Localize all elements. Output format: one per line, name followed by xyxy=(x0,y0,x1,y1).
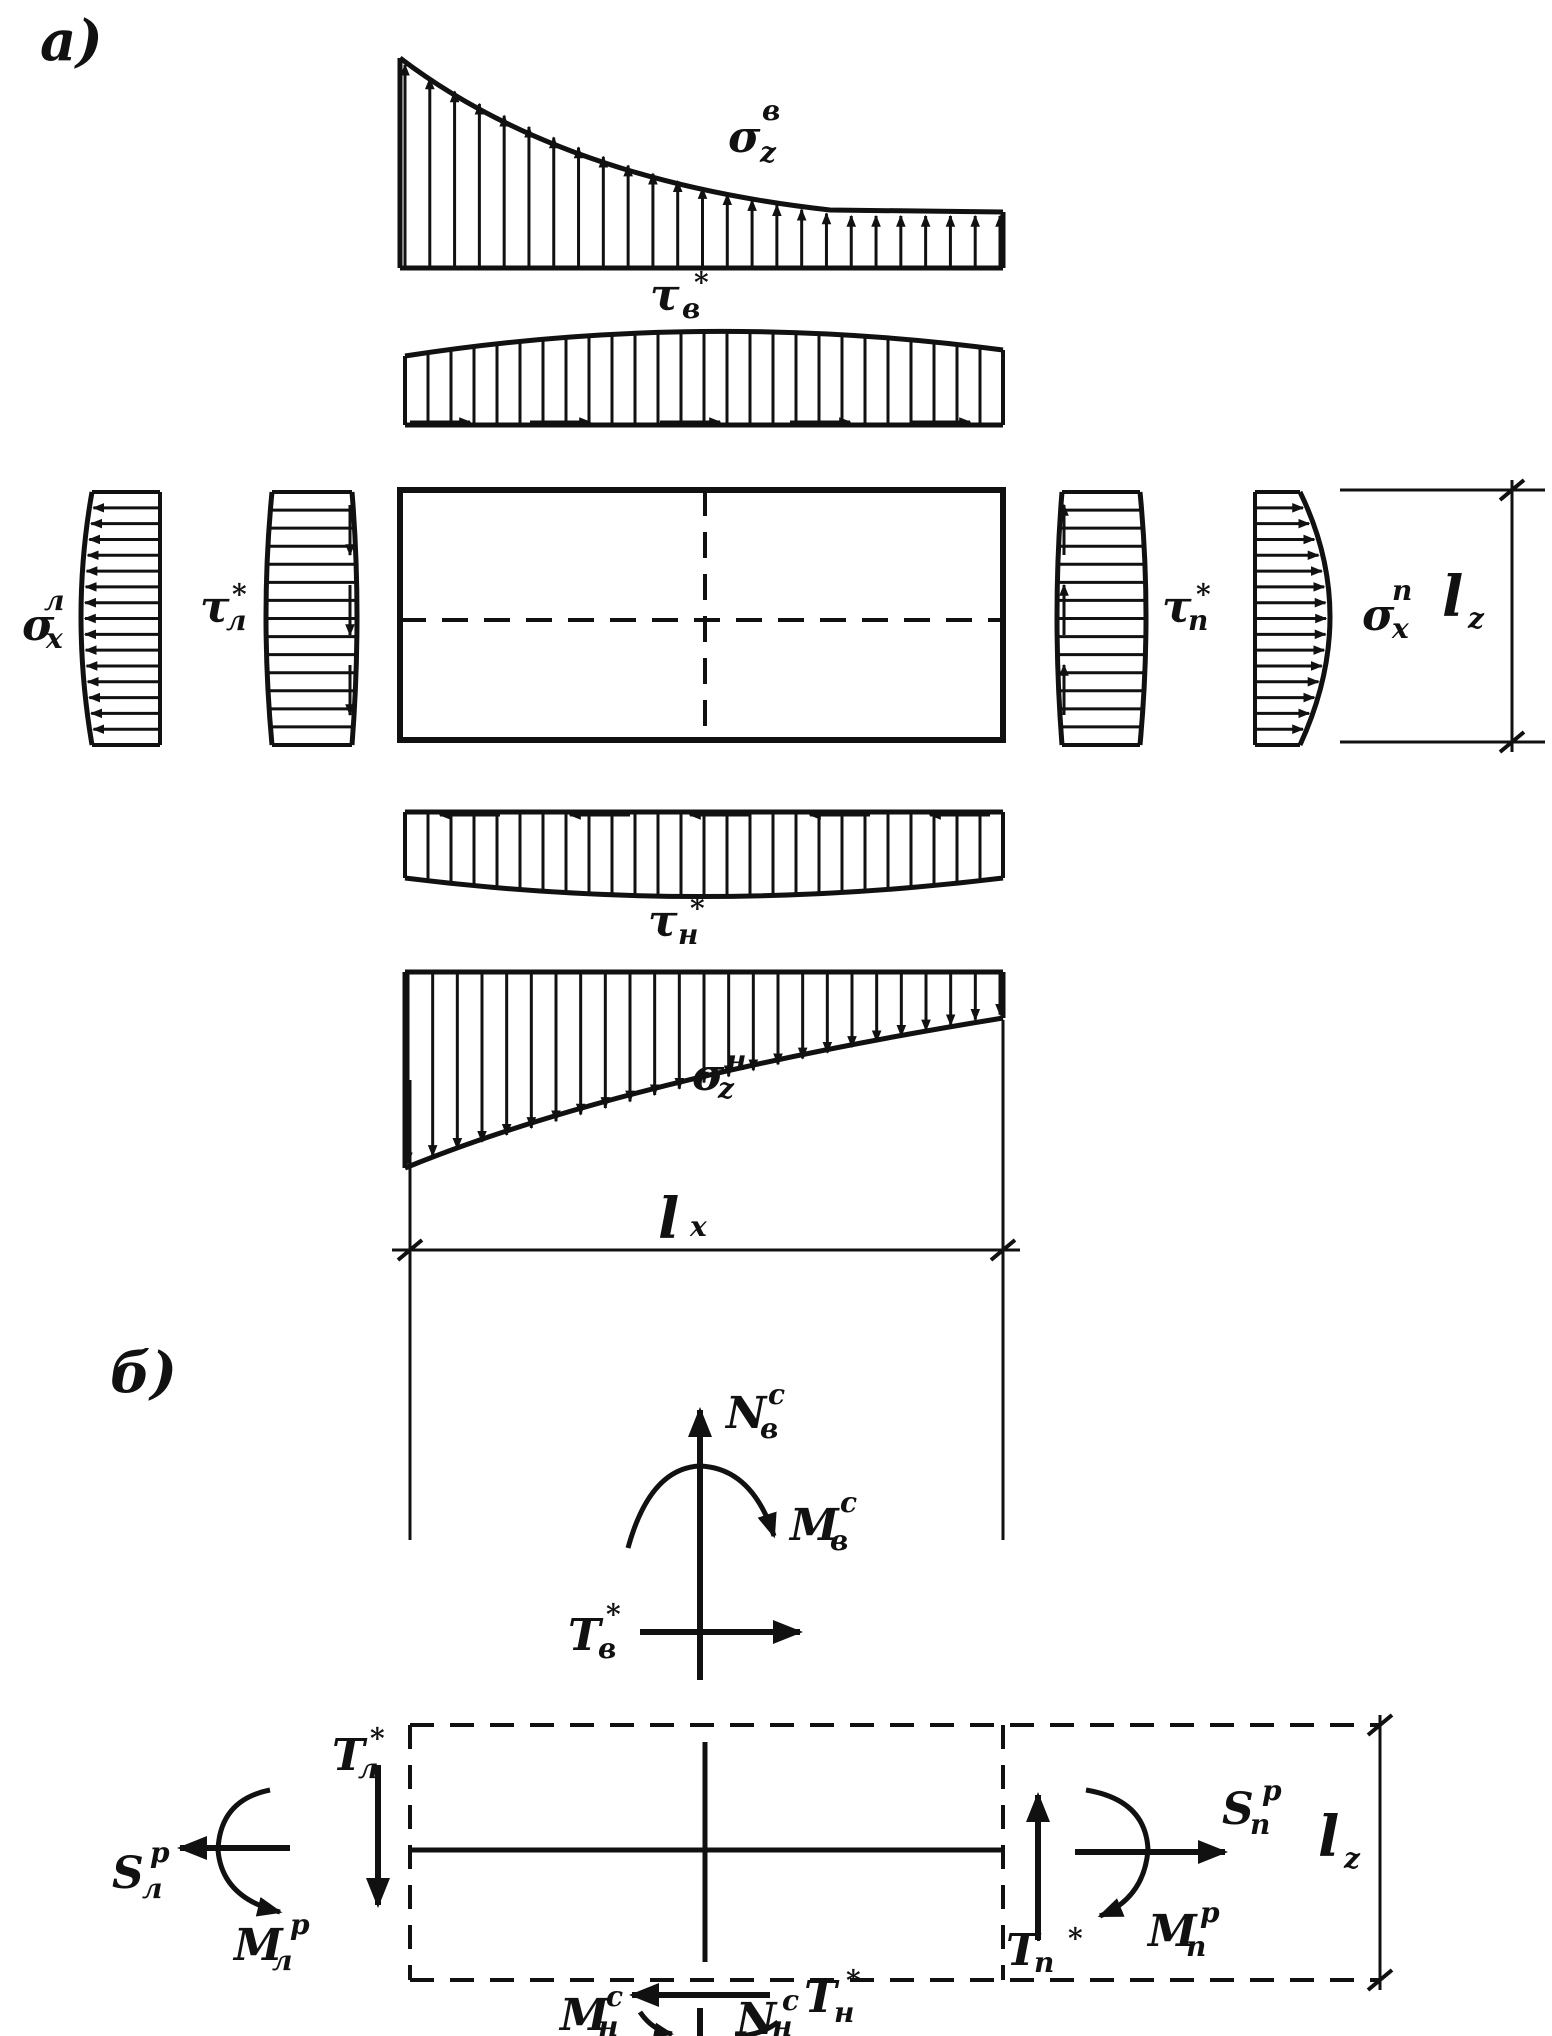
sigma-x-right-diagram xyxy=(1253,490,1333,747)
dim-lz-a-label: l xyxy=(1442,564,1463,630)
tau-bottom-label: τ xyxy=(648,896,678,947)
sigma-z-top-sub: z xyxy=(759,136,777,169)
T-left-sub: л xyxy=(358,1752,379,1785)
tau-left-label: τ xyxy=(200,582,230,633)
T-top-sup: * xyxy=(606,1598,621,1631)
M-top-sup: c xyxy=(840,1486,857,1519)
dim-lz-b-label: l xyxy=(1318,1804,1339,1870)
sigma-z-bottom-sup: н xyxy=(726,1044,746,1077)
plate-rectangle xyxy=(397,487,1006,743)
sigma-x-left-diagram xyxy=(78,490,162,747)
T-bottom-sup: * xyxy=(846,1964,861,1997)
sigma-x-right-sup: п xyxy=(1392,574,1412,607)
tau-bottom-diagram xyxy=(403,809,1005,899)
T-top-sub: в xyxy=(598,1632,616,1665)
M-left-arrow xyxy=(215,1787,283,1917)
S-right-label: S xyxy=(1222,1784,1254,1835)
M-top-label: M xyxy=(788,1500,840,1551)
T-bottom-label: T xyxy=(804,1972,840,2023)
tau-top-diagram xyxy=(403,328,1005,428)
N-top-sub: в xyxy=(760,1412,778,1445)
tau-right-label: τ xyxy=(1162,582,1192,633)
S-left-label: S xyxy=(112,1848,144,1899)
sigma-z-top-sup: в xyxy=(762,94,780,127)
S-left-sub: л xyxy=(142,1872,163,1905)
T-right-label: T xyxy=(1006,1925,1042,1976)
N-bottom-label: N xyxy=(734,1994,778,2036)
dim-lx-sub: x xyxy=(689,1210,707,1243)
S-left-sup: р xyxy=(150,1836,170,1869)
sigma-x-right-label: σ xyxy=(1362,590,1395,641)
M-top-sub: в xyxy=(830,1524,848,1557)
sigma-x-left-label: σ xyxy=(22,600,55,651)
tau-left-sup: * xyxy=(232,578,247,611)
sigma-z-bottom-sub: z xyxy=(717,1072,735,1105)
T-bottom-sub: н xyxy=(834,1996,854,2029)
sigma-x-left-sup: л xyxy=(44,584,65,617)
sigma-z-bottom-label: σ xyxy=(692,1050,725,1101)
M-right-sub: п xyxy=(1186,1930,1206,1963)
M-right-label: M xyxy=(1146,1906,1198,1957)
M-bottom-sub: н xyxy=(598,2010,618,2036)
dim-lz-b-sub: z xyxy=(1343,1842,1361,1875)
sigma-z-top-label: σ xyxy=(728,112,761,163)
tau-top-sub: в xyxy=(682,292,700,325)
M-top-arrow xyxy=(625,1463,777,1549)
M-bottom-label: M xyxy=(558,1990,610,2036)
tau-left-sub: л xyxy=(226,604,247,637)
sigma-x-right-sub: x xyxy=(1391,612,1409,645)
N-bottom-sub: н xyxy=(772,2010,792,2036)
T-left-label: T xyxy=(332,1730,368,1781)
tau-left-diagram xyxy=(263,490,360,747)
S-right-sup: р xyxy=(1262,1774,1282,1807)
dimension-lx xyxy=(392,1020,1020,1540)
tau-top-sup: * xyxy=(694,266,709,299)
M-right-sup: р xyxy=(1200,1896,1220,1929)
tau-bottom-sup: * xyxy=(690,892,705,925)
tau-right-sub: п xyxy=(1188,604,1208,637)
M-left-sub: л xyxy=(272,1944,293,1977)
sigma-z-bottom-diagram xyxy=(402,969,1006,1171)
S-right-sub: п xyxy=(1250,1808,1270,1841)
sigma-z-top-diagram xyxy=(397,56,1006,271)
M-left-label: M xyxy=(232,1920,284,1971)
tau-right-diagram xyxy=(1054,490,1149,747)
dimension-lz-b xyxy=(1366,1713,1394,1992)
T-right-sup: * xyxy=(1068,1922,1083,1955)
tau-bottom-sub: н xyxy=(678,918,698,951)
sigma-x-left-sub: x xyxy=(45,622,63,655)
tau-top-label: τ xyxy=(650,270,680,321)
T-left-sup: * xyxy=(370,1722,385,1755)
N-top-label: N xyxy=(724,1388,768,1439)
M-bottom-sup: c xyxy=(606,1980,623,2013)
dim-lx-label: l xyxy=(658,1186,679,1252)
part-b-label: б) xyxy=(110,1340,177,1406)
dim-lz-a-sub: z xyxy=(1467,602,1485,635)
plate-strip-b xyxy=(408,1723,1380,1982)
N-top-sup: c xyxy=(768,1378,785,1411)
T-top-label: T xyxy=(568,1610,604,1661)
M-left-sup: р xyxy=(290,1908,310,1941)
tau-right-sup: * xyxy=(1196,578,1211,611)
T-right-sub: п xyxy=(1034,1946,1054,1979)
N-bottom-sup: c xyxy=(782,1984,799,2017)
M-right-arrow xyxy=(1085,1787,1151,1919)
part-a-label: а) xyxy=(40,8,103,74)
dimension-lz-a xyxy=(1340,478,1545,754)
